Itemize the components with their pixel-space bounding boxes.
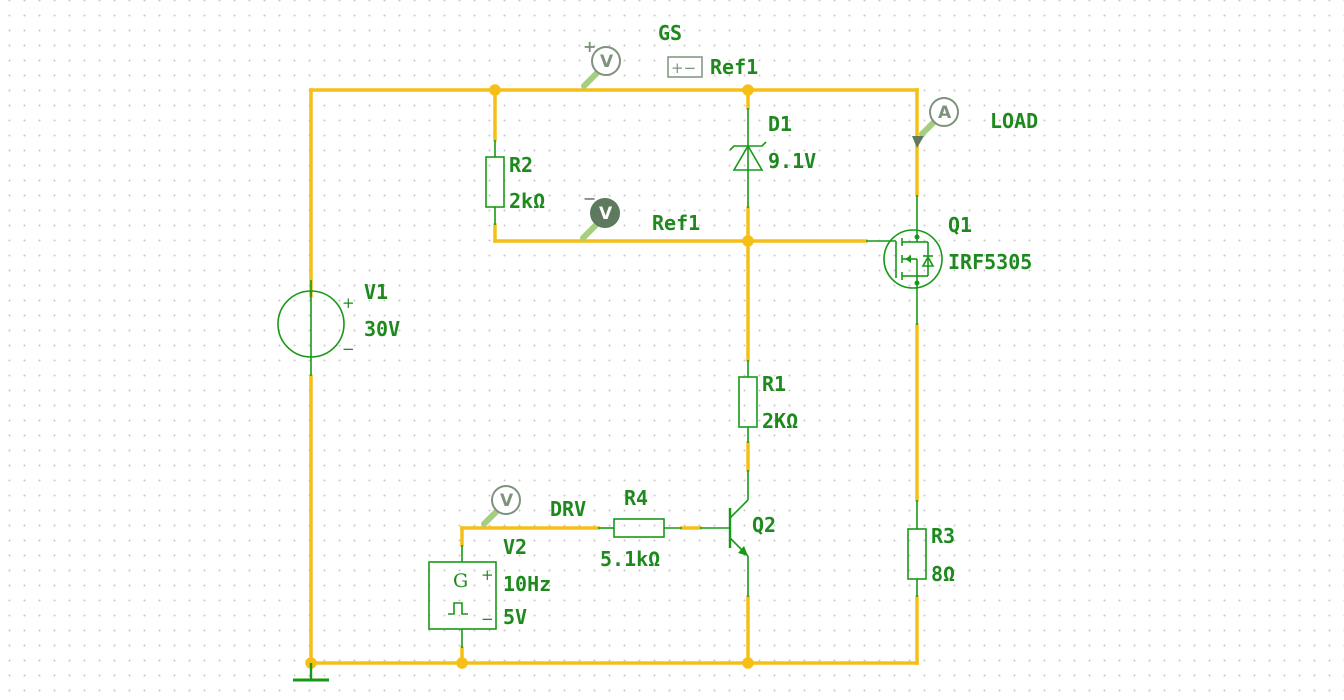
junction-dot: [742, 84, 754, 96]
svg-text:V: V: [600, 52, 614, 72]
junction-dot: [742, 235, 754, 247]
r4-label: R4: [624, 486, 648, 510]
r1-label: R1: [762, 372, 786, 396]
voltmeter-probe-top[interactable]: V +: [581, 37, 621, 89]
generator-v2[interactable]: G + − V2 10Hz 5V: [428, 535, 551, 648]
r2-label: R2: [509, 153, 533, 177]
probe-minus-sign: −: [583, 189, 596, 208]
resistor-r3[interactable]: R3 8Ω: [907, 500, 955, 597]
v1-plus-sign: +: [342, 294, 355, 312]
q1-value: IRF5305: [948, 250, 1032, 274]
voltmeter-icon: [590, 198, 620, 228]
r3-label: R3: [931, 524, 955, 548]
transistor-q2[interactable]: Q2: [700, 470, 776, 597]
resistor-r1[interactable]: R1 2KΩ: [738, 360, 798, 443]
svg-text:V: V: [500, 491, 514, 511]
ammeter-icon: [929, 97, 959, 127]
net-label-gs: GS: [658, 21, 682, 45]
v2-g-glyph: G: [453, 570, 468, 592]
d1-value: 9.1V: [768, 149, 816, 173]
net-label-load: LOAD: [990, 109, 1038, 133]
r4-value: 5.1kΩ: [600, 547, 660, 571]
junction-dot: [489, 84, 501, 96]
v2-plus-sign: +: [481, 566, 494, 584]
junctions: [305, 84, 754, 669]
voltmeter-icon: [591, 46, 621, 76]
voltmeter-probe-drv[interactable]: V: [481, 485, 521, 527]
q1-label: Q1: [948, 213, 972, 237]
v1-label: V1: [364, 280, 388, 304]
resistor-r2[interactable]: R2 2kΩ: [485, 140, 545, 225]
r1-value: 2KΩ: [762, 409, 798, 433]
d1-label: D1: [768, 112, 792, 136]
wires: [309, 88, 919, 665]
ammeter-probe-load[interactable]: A: [912, 97, 959, 148]
mosfet-q1[interactable]: Q1 IRF5305: [866, 195, 1032, 325]
q2-label: Q2: [752, 513, 776, 537]
v2-label: V2: [503, 535, 527, 559]
ground-symbol[interactable]: [293, 663, 329, 682]
net-label-ref1-top: Ref1: [710, 55, 758, 79]
voltmeter-icon: [491, 485, 521, 515]
junction-dot: [742, 657, 754, 669]
source-v1[interactable]: + − V1 30V: [277, 280, 400, 376]
net-label-ref1-mid: Ref1: [652, 211, 700, 235]
svg-text:A: A: [938, 103, 952, 123]
v1-minus-sign: −: [342, 340, 355, 358]
svg-text:V: V: [599, 204, 613, 224]
junction-dot: [456, 657, 468, 669]
square-wave-icon: [448, 602, 468, 615]
zener-d1[interactable]: D1 9.1V: [729, 108, 816, 208]
v2-amp: 5V: [503, 605, 527, 629]
v1-value: 30V: [364, 317, 400, 341]
reference-icon[interactable]: +−: [667, 56, 703, 78]
svg-text:+−: +−: [671, 59, 696, 77]
v2-freq: 10Hz: [503, 572, 551, 596]
resistor-r4[interactable]: R4 5.1kΩ: [598, 486, 682, 571]
net-label-drv: DRV: [550, 497, 586, 521]
r3-value: 8Ω: [931, 562, 955, 586]
v2-minus-sign: −: [481, 610, 494, 628]
voltmeter-probe-mid[interactable]: V −: [580, 189, 620, 241]
r2-value: 2kΩ: [509, 189, 545, 213]
probe-plus-sign: +: [583, 37, 596, 56]
